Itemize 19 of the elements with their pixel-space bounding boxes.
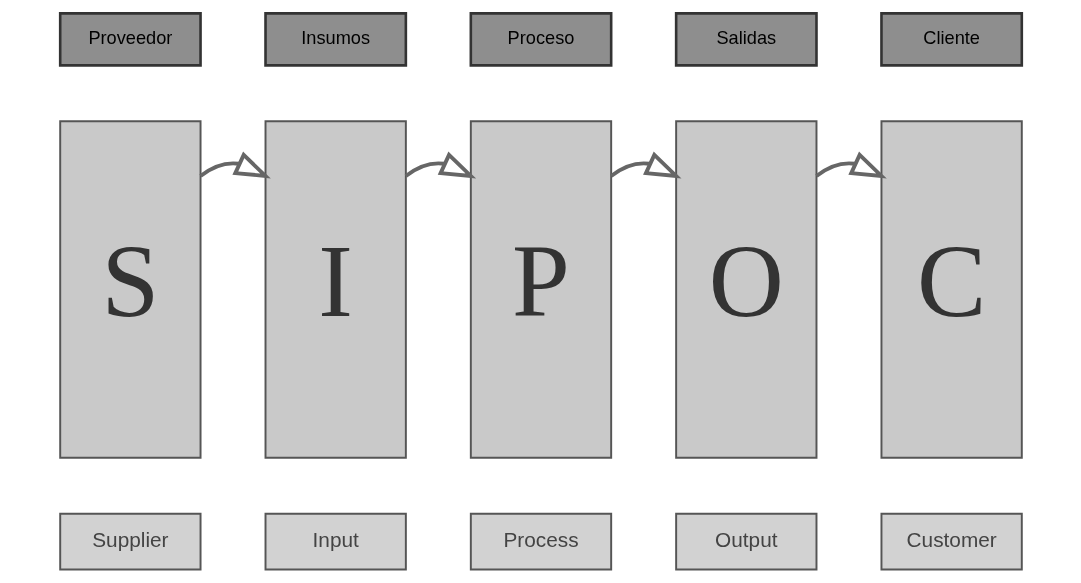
node-box: C (880, 120, 1023, 459)
node-box: Input (264, 512, 407, 571)
arrow (404, 151, 476, 179)
node-box: P (469, 120, 612, 459)
node-box: Cliente (879, 12, 1023, 67)
node-box: S (58, 120, 201, 459)
arrow (814, 151, 887, 179)
node-box: I (264, 120, 407, 459)
node-box: Proveedor (58, 12, 202, 67)
node-box: Salidas (674, 12, 818, 67)
node-box: Supplier (58, 512, 201, 571)
node-box: Output (674, 512, 817, 571)
arrow (609, 151, 681, 179)
node-box: Customer (880, 512, 1023, 571)
node-box: Process (469, 512, 612, 571)
node-box: Proceso (469, 12, 612, 67)
arrow (198, 151, 271, 179)
node-box: O (674, 120, 817, 459)
node-box: Insumos (263, 12, 407, 67)
